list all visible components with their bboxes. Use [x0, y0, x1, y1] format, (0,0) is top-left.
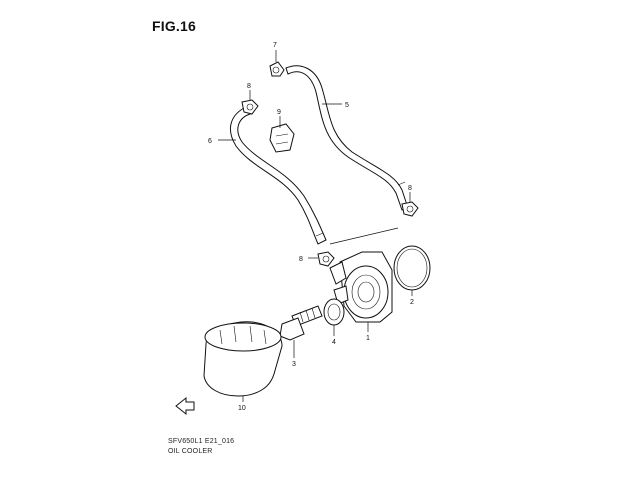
callout-8-lower: 8	[299, 256, 303, 263]
front-arrow-icon	[175, 396, 195, 416]
hose-5[interactable]	[285, 65, 409, 211]
clamp-8-upper[interactable]	[241, 99, 259, 115]
hose-6[interactable]	[229, 107, 327, 245]
gasket-4[interactable]	[323, 298, 345, 326]
callout-8-upper: 8	[247, 83, 251, 90]
oil-filter-10[interactable]	[203, 321, 283, 397]
clamp-8-right[interactable]	[401, 201, 419, 217]
callout-7: 7	[273, 42, 277, 49]
callout-10: 10	[238, 405, 246, 412]
union-bolt-3[interactable]	[279, 305, 323, 341]
holder-9[interactable]	[269, 123, 295, 153]
callout-4: 4	[332, 339, 336, 346]
callout-3: 3	[292, 361, 296, 368]
callout-8-right: 8	[408, 185, 412, 192]
model-code: SFV650L1 E21_016	[168, 438, 235, 445]
figure-title: FIG.16	[152, 18, 196, 34]
clamp-8-lower[interactable]	[317, 251, 335, 267]
figure-caption: OIL COOLER	[168, 448, 213, 455]
clamp-7[interactable]	[269, 61, 285, 77]
callout-6: 6	[208, 138, 212, 145]
callout-5: 5	[345, 102, 349, 109]
callout-9: 9	[277, 109, 281, 116]
o-ring-2[interactable]	[393, 245, 431, 291]
callout-1: 1	[366, 335, 370, 342]
leader-lines	[218, 50, 413, 402]
callout-2: 2	[410, 299, 414, 306]
